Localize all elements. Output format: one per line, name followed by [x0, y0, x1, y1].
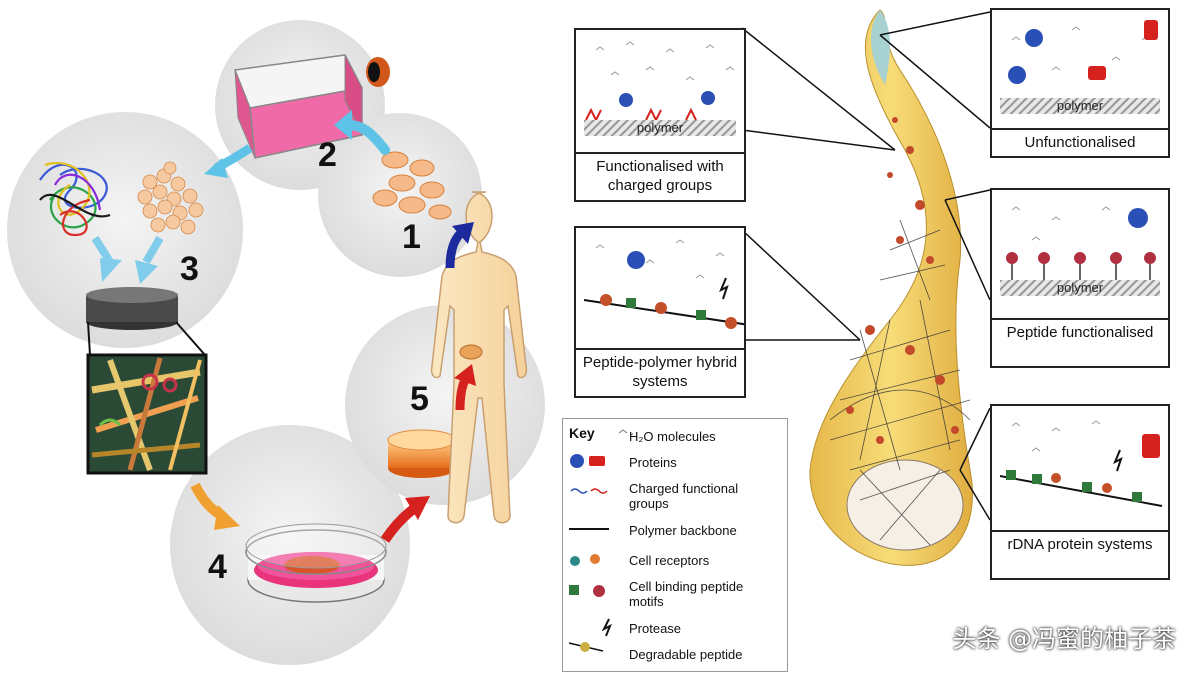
panel-caption: Peptide-polymer hybrid systems: [576, 348, 744, 396]
expanded-cells-icon: [137, 161, 204, 235]
legend-charged-groups: Charged functional groups: [629, 481, 739, 511]
panel-peptide-polymer: Peptide-polymer hybrid systems: [574, 226, 746, 398]
panel-charged-groups: polymer Functionalised with charged grou…: [574, 28, 746, 202]
charged-groups-illustration: [585, 41, 735, 123]
polymer-strip: polymer: [1000, 98, 1160, 114]
arrow-blue-1-head: [334, 110, 352, 140]
panel-caption: rDNA protein systems: [992, 530, 1168, 578]
watermark-text: 头条 @冯蜜的柚子茶: [952, 625, 1176, 653]
nanofiber-diagram: [741, 9, 991, 566]
human-body-icon: [430, 191, 528, 524]
scaffold-disc-icon: [86, 287, 178, 330]
legend-key: Key H₂O molecules Proteins Charged funct…: [562, 418, 788, 672]
arrow-red-2-head: [454, 364, 476, 386]
arrow-blue-4: [142, 235, 164, 265]
legend-protease: Protease: [629, 621, 682, 636]
legend-symbols: [568, 429, 633, 652]
scaffold-micrograph: [86, 353, 208, 475]
panel-caption: Unfunctionalised: [992, 128, 1168, 156]
arrow-red-1-head: [405, 496, 430, 520]
legend-cell-binding: Cell binding peptide motifs: [629, 579, 744, 609]
legend-degradable: Degradable peptide: [629, 647, 743, 662]
biomaterial-polymer-icon: [39, 162, 111, 237]
arrow-blue-3: [91, 235, 114, 265]
petri-dish-icon: [245, 523, 387, 603]
step-number-4: 4: [208, 548, 227, 586]
arrow-orange-head: [214, 505, 240, 530]
culture-flask-icon: [233, 54, 390, 159]
legend-water: H₂O molecules: [629, 429, 716, 444]
legend-cell-receptors: Cell receptors: [629, 553, 710, 568]
legend-proteins: Proteins: [629, 455, 677, 470]
step-number-3: 3: [180, 250, 199, 288]
step-number-5: 5: [410, 380, 429, 418]
engineered-tissue-icon: [387, 429, 457, 478]
bubble-cells: [318, 113, 482, 277]
nanofiber-body: [809, 9, 973, 566]
panel-rdna-protein: rDNA protein systems: [990, 404, 1170, 580]
panel-unfunctionalised: polymer Unfunctionalised: [990, 8, 1170, 158]
isolated-cells-icon: [372, 151, 452, 220]
arrow-blue-3-head: [100, 258, 122, 282]
unfunctionalised-illustration: [1008, 20, 1158, 84]
step-number-2: 2: [318, 136, 337, 174]
panel-caption: Functionalised with charged groups: [576, 152, 744, 200]
polymer-strip: polymer: [1000, 280, 1160, 296]
legend-polymer-backbone: Polymer backbone: [629, 523, 737, 538]
rdna-protein-illustration: [999, 420, 1163, 507]
bubble-dish: [170, 425, 410, 665]
panel-caption: Peptide functionalised: [992, 318, 1168, 366]
arrow-blue-4-head: [135, 260, 158, 284]
peptide-polymer-illustration: [583, 239, 744, 329]
peptide-functionalised-illustration: [1006, 206, 1156, 280]
tissue-cycle-diagram: [7, 20, 545, 665]
fiber-cross-section: [846, 459, 964, 551]
step-number-1: 1: [402, 218, 421, 256]
polymer-strip: polymer: [584, 120, 736, 136]
panel-peptide-functionalised: polymer Peptide functionalised: [990, 188, 1170, 368]
arrow-blue-2-head: [204, 158, 228, 178]
arrow-navy-1-head: [452, 222, 474, 244]
legend-title: Key: [569, 425, 595, 441]
